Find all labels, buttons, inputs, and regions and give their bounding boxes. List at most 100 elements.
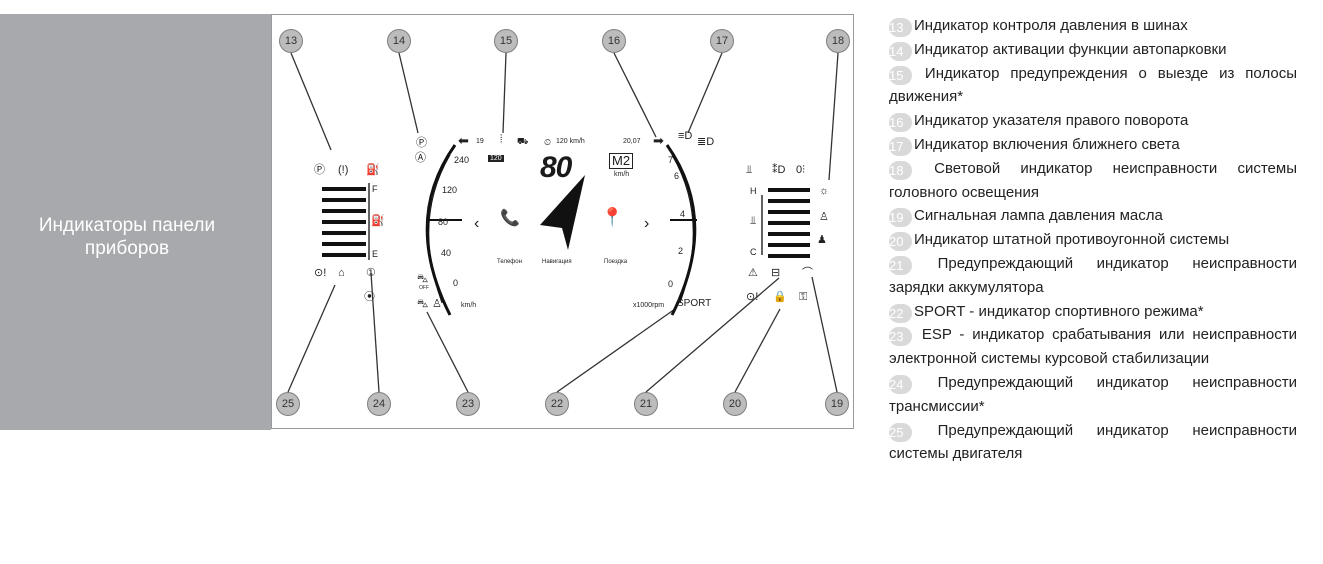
headlamp-fault-icon: ≣D [697, 136, 715, 148]
fuel-small-icon: ⛽ [371, 215, 385, 227]
legend-item: 18 Световой индикатор неисправности сист… [889, 157, 1297, 205]
nav-navigation-label[interactable]: Навигация [542, 259, 572, 265]
autopark-p-icon: Ⓟ [416, 137, 427, 149]
rpm-tick: 2 [678, 246, 684, 256]
callout-21: 21 [634, 392, 658, 416]
left-arrow-value: 19 [476, 138, 484, 145]
fuel-empty-label: E [372, 249, 379, 259]
speed-tick: 240 [454, 155, 470, 165]
low-beam-icon: ≡D [678, 130, 693, 142]
esp-off-icon: ⛍ [417, 273, 429, 285]
rpm-arc-outer [665, 144, 697, 316]
lane-assist-icon: ⛟ [517, 136, 529, 146]
phone-icon[interactable]: 📞 [500, 210, 520, 227]
oil-pressure-icon: ⌒ [802, 267, 813, 279]
sport-indicator: SPORT [677, 298, 712, 309]
temp-bar [768, 243, 810, 247]
speedo-arc-outer [425, 144, 457, 316]
fuel-bar [322, 231, 366, 235]
temp-bar [768, 188, 810, 192]
speed-limit-small: 120 [488, 155, 504, 162]
leader-21 [645, 277, 780, 393]
general-warning-icon: ① [366, 267, 376, 279]
legend-text: ESP - индикатор срабатывания или неиспра… [889, 326, 1297, 368]
legend-number: 13 [889, 18, 912, 37]
legend-text: Индикатор указателя правого поворота [914, 112, 1189, 130]
leader-18 [828, 52, 839, 181]
leader-24 [370, 272, 380, 393]
legend-text: Световой индикатор неисправности системы… [889, 159, 1297, 201]
seatbelt-icon: ♙ [819, 211, 829, 223]
legend-text: SPORT - индикатор спортивного режима* [914, 302, 1204, 320]
chevron-left-icon[interactable]: ‹ [474, 215, 480, 232]
rpm-tick: 4 [680, 209, 686, 219]
callout-19: 19 [825, 392, 849, 416]
temp-hot-label: H [750, 186, 757, 196]
leader-20 [734, 308, 781, 393]
callout-18: 18 [826, 29, 850, 53]
water-temp-icon: ⫫ [746, 164, 753, 176]
dashboard-figure: 13 14 15 16 17 18 25 24 23 22 21 20 19 [271, 14, 854, 429]
callout-15: 15 [494, 29, 518, 53]
legend-number: 14 [889, 41, 912, 61]
current-speed: 80 [540, 151, 572, 184]
esp-icon: ⛍ [417, 298, 429, 310]
right-arrow-value: 20,07 [623, 138, 641, 145]
trip-pin-icon[interactable]: 📍 [601, 207, 624, 227]
nav-trip-label[interactable]: Поездка [604, 259, 628, 265]
legend-item: 15 Индикатор предупреждения о выезде из … [889, 62, 1297, 110]
callout-22: 22 [545, 392, 569, 416]
legend-number: 24 [889, 374, 912, 394]
legend-number: 19 [889, 208, 912, 228]
steering-fault-icon: ⊙! [746, 291, 759, 303]
speed-tick: 40 [441, 248, 452, 258]
fuel-bar [322, 242, 366, 246]
temp-bar [768, 210, 810, 214]
fuel-bar [322, 187, 366, 191]
leader-23 [426, 311, 469, 393]
fuel-bar [322, 209, 366, 213]
airbag-icon: ♟ [817, 234, 827, 246]
temp-small-icon: ⫫ [750, 215, 757, 227]
callout-16: 16 [602, 29, 626, 53]
leader-14 [398, 52, 419, 134]
speed-tick: 80 [438, 217, 449, 227]
rpm-tick: 7 [668, 155, 674, 165]
legend-number: 23 [889, 327, 912, 347]
legend-number: 20 [889, 232, 912, 252]
legend-number: 21 [889, 255, 912, 275]
leader-19 [811, 276, 838, 393]
leader-17 [687, 52, 723, 134]
legend-text: Сигнальная лампа давления масла [914, 207, 1163, 225]
legend-number: 22 [889, 303, 912, 323]
turn-right-arrow-icon: ➡ [653, 133, 664, 148]
cruise-text: 120 km/h [556, 138, 585, 145]
temp-bar [768, 232, 810, 236]
front-fog-icon: ⁑D [772, 164, 786, 176]
leader-16 [613, 52, 657, 138]
warning-triangle-icon: ⚠ [748, 267, 758, 279]
fuel-bar [322, 198, 366, 202]
immobilizer-key-icon: ⚿ [799, 291, 808, 303]
fuel-bar [322, 220, 366, 224]
legend-number: 15 [889, 65, 912, 85]
steering-warning-icon: ⊙! [314, 267, 327, 279]
speed-tick: 0 [453, 278, 459, 288]
legend-number: 25 [889, 422, 912, 442]
callout-14: 14 [387, 29, 411, 53]
chevron-right-icon[interactable]: › [644, 215, 650, 232]
cruise-icon: ⏲ [544, 137, 552, 147]
callout-20: 20 [723, 392, 747, 416]
leader-lines [287, 52, 839, 393]
nav-phone-label[interactable]: Телефон [497, 259, 522, 265]
fuel-pump-icon: ⛽ [366, 164, 380, 176]
legend-text: Предупреждающий индикатор неисправности … [889, 373, 1297, 415]
legend-text: Предупреждающий индикатор неисправности … [889, 254, 1297, 296]
side-title-line2: приборов [84, 238, 170, 259]
